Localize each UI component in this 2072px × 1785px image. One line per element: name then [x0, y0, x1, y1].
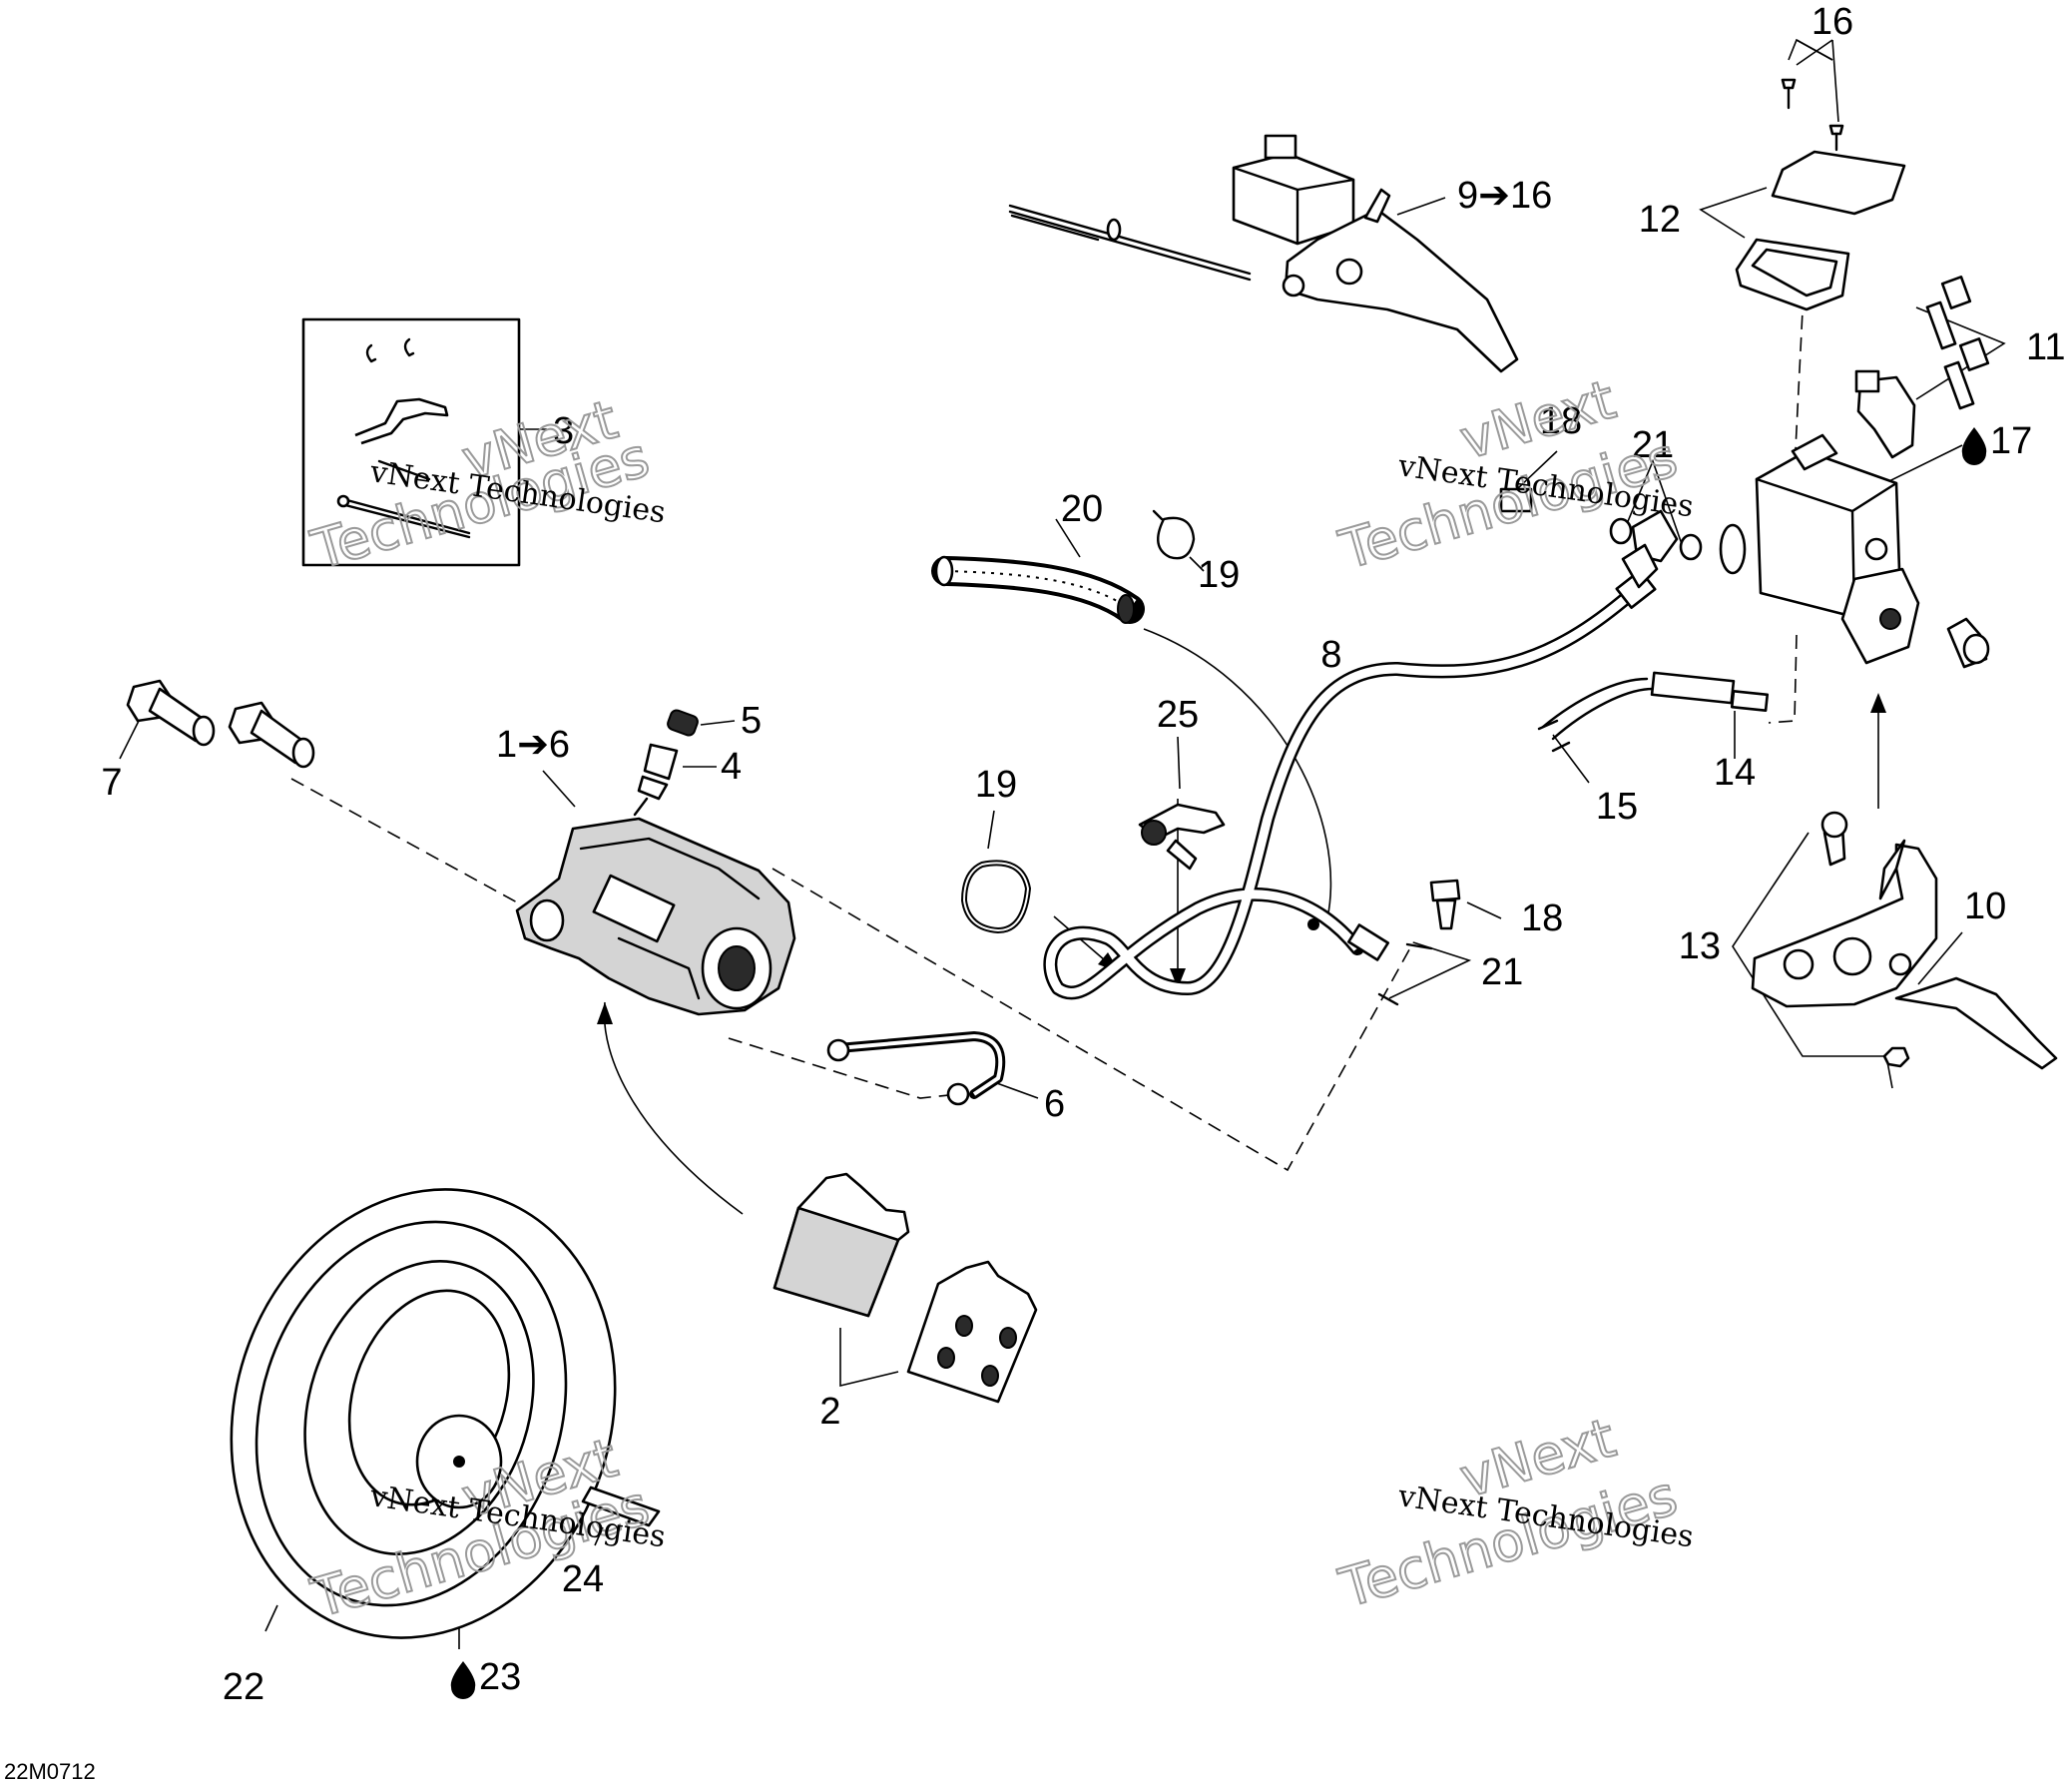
brake-pads [773, 1172, 1038, 1404]
rubber-cap [1946, 617, 1990, 669]
hose-clamp [961, 860, 1031, 933]
callout-14: 14 [1714, 752, 1756, 794]
clip-pin-kit-box [301, 317, 521, 567]
callout-7: 7 [101, 762, 122, 804]
brake-light-switch [1537, 671, 1770, 753]
callout-18-mid: 18 [1521, 897, 1563, 939]
brake-line-short [826, 1031, 1006, 1106]
callout-5: 5 [741, 700, 762, 742]
callout-19-mid: 19 [975, 764, 1017, 806]
callout-16: 16 [1812, 1, 1853, 43]
brake-line-long [1043, 569, 1657, 1000]
caliper-bolts [126, 679, 315, 769]
bleeder-screw [633, 709, 699, 817]
banjo-bolt-upper [1499, 487, 1703, 589]
callout-22: 22 [223, 1666, 264, 1708]
callout-8: 8 [1320, 634, 1341, 676]
callout-12: 12 [1639, 199, 1681, 241]
master-cylinder-body [1719, 433, 1920, 665]
callout-2: 2 [819, 1391, 840, 1433]
callout-24: 24 [562, 1558, 604, 1600]
callout-17: 17 [1990, 420, 2032, 462]
callout-18-top: 18 [1540, 400, 1582, 442]
callout-23: 23 [479, 1656, 521, 1698]
watermark-bottom-right: Technologies vNext vNext Technologies [1331, 1405, 1696, 1620]
brake-disc [230, 1188, 661, 1639]
protective-sleeve [931, 509, 1196, 624]
callout-15: 15 [1596, 786, 1638, 828]
callout-21-mid: 21 [1481, 951, 1523, 993]
callout-4: 4 [721, 746, 742, 788]
callout-6: 6 [1044, 1083, 1065, 1125]
callout-labels: 16 9➔16 12 11 17 18 21 20 19 8 25 14 15 … [4, 1, 2065, 1784]
brake-lever [1751, 811, 2058, 1070]
diagram-code: 22M0712 [4, 1759, 96, 1784]
callout-13: 13 [1679, 925, 1721, 967]
callout-25: 25 [1157, 694, 1199, 736]
master-cylinder-assembly [1008, 134, 1519, 373]
callout-10: 10 [1964, 886, 2006, 927]
callout-21-top: 21 [1632, 424, 1674, 466]
banjo-bolt-lower [1377, 879, 1461, 1006]
callout-3: 3 [553, 410, 574, 452]
brake-caliper [515, 817, 796, 1016]
oil-drop-icon [1961, 427, 1987, 465]
callout-11: 11 [2026, 326, 2065, 368]
callout-20: 20 [1061, 488, 1103, 530]
callout-19-top: 19 [1198, 554, 1240, 596]
reservoir-cover [1735, 78, 1906, 311]
oil-drop-icon [450, 1661, 476, 1699]
clamp-bolts [1854, 276, 1990, 459]
callout-1-6: 1➔6 [496, 724, 570, 766]
line-clip [1138, 803, 1226, 871]
callout-9-16: 9➔16 [1457, 175, 1552, 217]
